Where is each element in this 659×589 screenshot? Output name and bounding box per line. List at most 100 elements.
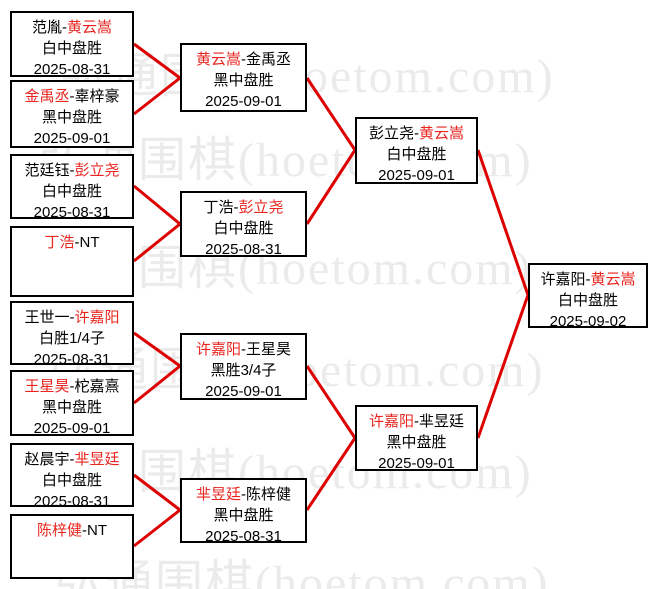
match-result: 黑胜3/4子 bbox=[210, 362, 277, 379]
player-name: 范廷钰 bbox=[24, 162, 70, 179]
match-result: 黑中盘胜 bbox=[41, 399, 102, 416]
player-separator: - bbox=[69, 162, 75, 179]
player-name: 许嘉阳 bbox=[195, 341, 241, 358]
match-players: 范胤-黄云嵩 bbox=[12, 17, 132, 38]
match-result: 白胜1/4子 bbox=[39, 330, 105, 347]
player-separator: - bbox=[82, 522, 87, 539]
player-name: 彭立尧 bbox=[238, 199, 284, 216]
match-players: 陈梓健-NT bbox=[12, 520, 132, 541]
connector-line bbox=[133, 222, 181, 263]
match-date: 2025-08-31 bbox=[33, 493, 111, 510]
match-result: 白中盘胜 bbox=[213, 220, 274, 237]
match-box: 赵晨宇-芈昱廷 白中盘胜 2025-08-31 bbox=[10, 443, 134, 510]
player-name: 许嘉阳 bbox=[540, 271, 586, 288]
match-result: 黑中盘胜 bbox=[213, 507, 274, 524]
connector-line bbox=[133, 508, 181, 548]
match-players: 许嘉阳-王星昊 bbox=[182, 339, 305, 360]
match-box: 王世一-许嘉阳 白胜1/4子 2025-08-31 bbox=[10, 301, 134, 368]
player-separator: - bbox=[62, 19, 67, 36]
player-name: 王世一 bbox=[24, 309, 70, 326]
player-name: 彭立尧 bbox=[74, 162, 120, 179]
connector-line bbox=[476, 294, 530, 439]
match-date: 2025-08-31 bbox=[205, 528, 282, 545]
match-date: 2025-08-31 bbox=[33, 61, 111, 78]
player-name: 范胤 bbox=[31, 19, 62, 36]
match-box: 金禹丞-辜梓豪 黑中盘胜 2025-09-01 bbox=[10, 80, 134, 148]
match-players: 芈昱廷-陈梓健 bbox=[182, 484, 305, 505]
connector-line bbox=[305, 149, 357, 225]
player-name: 陈梓健 bbox=[36, 522, 82, 539]
player-name: 丁浩 bbox=[203, 199, 234, 216]
connector-line bbox=[133, 364, 181, 405]
player-separator: - bbox=[69, 451, 75, 468]
match-box: 王星昊-柁嘉熹 黑中盘胜 2025-09-01 bbox=[10, 370, 134, 437]
player-separator: - bbox=[241, 341, 246, 358]
match-result: 白中盘胜 bbox=[41, 183, 102, 200]
player-name: 丁浩 bbox=[44, 234, 75, 251]
player-name: 彭立尧 bbox=[368, 125, 414, 142]
match-players: 彭立尧-黄云嵩 bbox=[357, 123, 476, 144]
player-name: 王星昊 bbox=[246, 341, 292, 358]
match-box: 许嘉阳-王星昊 黑胜3/4子 2025-09-01 bbox=[180, 333, 307, 400]
player-name: 黄云嵩 bbox=[195, 51, 241, 68]
match-date: 2025-09-02 bbox=[549, 313, 627, 330]
match-players: 王星昊-柁嘉熹 bbox=[12, 376, 132, 397]
match-date: 2025-08-31 bbox=[205, 241, 282, 258]
match-players: 丁浩-NT bbox=[12, 232, 132, 253]
player-name: 王星昊 bbox=[24, 378, 70, 395]
player-name: 许嘉阳 bbox=[368, 413, 414, 430]
match-players: 许嘉阳-芈昱廷 bbox=[357, 411, 476, 432]
match-players: 王世一-许嘉阳 bbox=[12, 307, 132, 328]
match-result: 白中盘胜 bbox=[557, 292, 618, 309]
match-result: 黑中盘胜 bbox=[213, 72, 274, 89]
connector-line bbox=[133, 76, 181, 116]
player-separator: - bbox=[585, 271, 591, 288]
match-date: 2025-08-31 bbox=[33, 204, 111, 221]
connector-line bbox=[476, 149, 530, 296]
match-players: 范廷钰-彭立尧 bbox=[12, 160, 132, 181]
match-date: 2025-09-01 bbox=[378, 167, 455, 184]
match-result: 白中盘胜 bbox=[41, 40, 102, 57]
match-players: 丁浩-彭立尧 bbox=[182, 197, 305, 218]
match-box: 范胤-黄云嵩 白中盘胜 2025-08-31 bbox=[10, 11, 134, 78]
match-box: 丁浩-彭立尧 白中盘胜 2025-08-31 bbox=[180, 191, 307, 258]
player-name: 辜梓豪 bbox=[74, 88, 120, 105]
player-separator: - bbox=[69, 309, 75, 326]
watermark-text: 弘通围棋(hoetom.com) bbox=[55, 557, 550, 589]
match-box: 丁浩-NT bbox=[10, 226, 134, 297]
player-separator: - bbox=[69, 378, 75, 395]
match-box: 许嘉阳-黄云嵩 白中盘胜 2025-09-02 bbox=[528, 263, 648, 330]
match-box: 范廷钰-彭立尧 白中盘胜 2025-08-31 bbox=[10, 154, 134, 221]
match-result: 黑中盘胜 bbox=[386, 434, 447, 451]
match-box: 彭立尧-黄云嵩 白中盘胜 2025-09-01 bbox=[355, 117, 478, 184]
player-separator: - bbox=[241, 486, 246, 503]
connector-line bbox=[133, 473, 181, 512]
player-name: 黄云嵩 bbox=[419, 125, 465, 142]
player-name: 金禹丞 bbox=[24, 88, 70, 105]
player-separator: - bbox=[233, 199, 239, 216]
match-result: 黑中盘胜 bbox=[41, 109, 102, 126]
player-separator: - bbox=[414, 125, 419, 142]
player-name: 芈昱廷 bbox=[195, 486, 241, 503]
match-date: 2025-08-31 bbox=[33, 351, 111, 368]
match-box: 黄云嵩-金禹丞 黑中盘胜 2025-09-01 bbox=[180, 43, 307, 112]
match-date: 2025-09-01 bbox=[205, 383, 282, 400]
player-name: 赵晨宇 bbox=[24, 451, 70, 468]
player-separator: - bbox=[74, 234, 80, 251]
player-separator: - bbox=[241, 51, 246, 68]
player-separator: - bbox=[69, 88, 75, 105]
match-players: 黄云嵩-金禹丞 bbox=[182, 49, 305, 70]
match-box: 陈梓健-NT bbox=[10, 514, 134, 579]
player-name: 黄云嵩 bbox=[590, 271, 636, 288]
player-name: 芈昱廷 bbox=[419, 413, 465, 430]
match-players: 许嘉阳-黄云嵩 bbox=[530, 269, 646, 290]
connector-line bbox=[305, 77, 357, 151]
player-separator: - bbox=[414, 413, 419, 430]
connector-line bbox=[133, 331, 181, 368]
player-name: 许嘉阳 bbox=[74, 309, 120, 326]
match-result: 白中盘胜 bbox=[386, 146, 447, 163]
player-name: 柁嘉熹 bbox=[74, 378, 120, 395]
match-date: 2025-09-01 bbox=[33, 130, 111, 147]
